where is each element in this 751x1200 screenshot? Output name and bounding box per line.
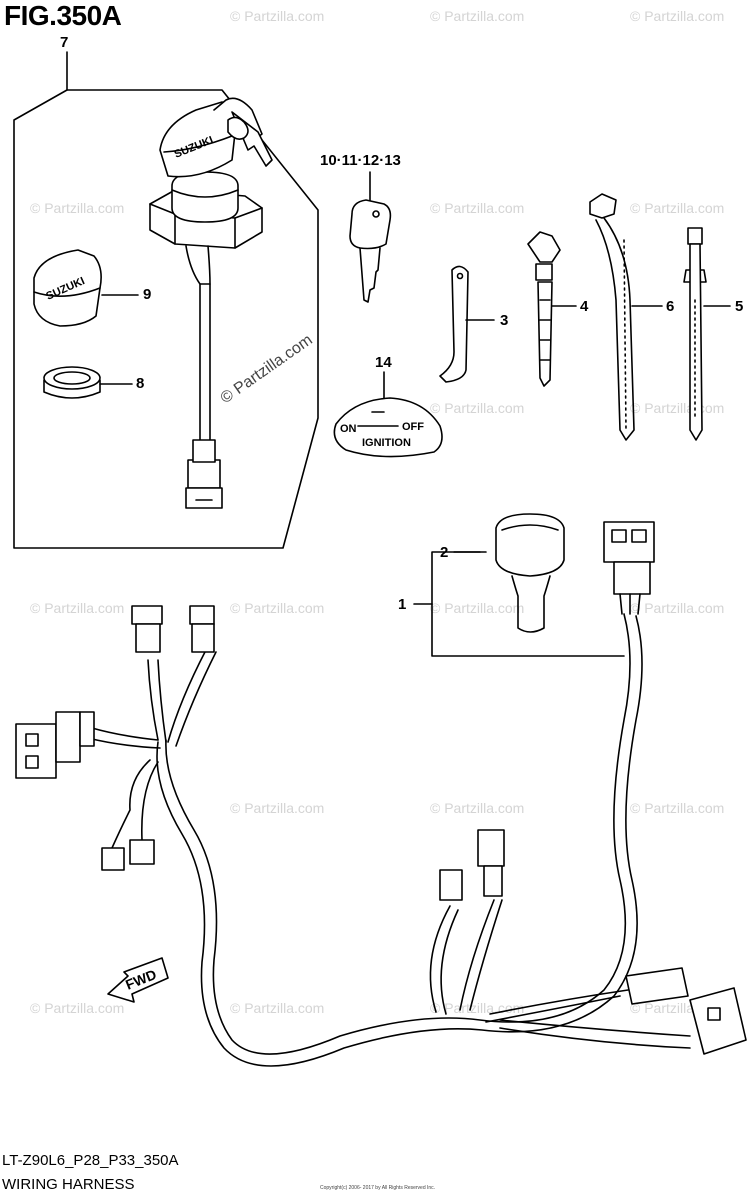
watermark: © Partzilla.com bbox=[630, 800, 725, 816]
harness-connector-left bbox=[15, 711, 95, 779]
harness-connector-top bbox=[603, 521, 655, 615]
figure-code: LT-Z90L6_P28_P33_350A bbox=[2, 1152, 179, 1169]
callout-2: 2 bbox=[440, 544, 449, 561]
label-off: OFF bbox=[402, 421, 424, 433]
watermark: © Partzilla.com bbox=[630, 200, 725, 216]
copyright-line: Copyright(c) 2006- 2017 by All Rights Re… bbox=[320, 1185, 436, 1191]
callout-5: 5 bbox=[735, 298, 744, 315]
clamp bbox=[439, 265, 495, 383]
callout-4: 4 bbox=[580, 298, 589, 315]
figure-caption: WIRING HARNESS bbox=[2, 1176, 135, 1193]
harness-connector-lower-right bbox=[625, 967, 747, 1055]
watermark: © Partzilla.com bbox=[30, 200, 125, 216]
watermark: © Partzilla.com bbox=[30, 1000, 125, 1016]
watermark: © Partzilla.com bbox=[430, 200, 525, 216]
knob-cover bbox=[33, 249, 139, 327]
ignition-switch bbox=[149, 97, 273, 509]
harness-connector-small-left bbox=[101, 839, 155, 871]
nut-ring bbox=[43, 366, 133, 399]
long-cable-tie bbox=[589, 193, 663, 441]
ignition-label-plate bbox=[333, 371, 443, 458]
watermark: © Partzilla.com bbox=[230, 800, 325, 816]
watermark: © Partzilla.com bbox=[430, 800, 525, 816]
callout-3: 3 bbox=[500, 312, 509, 329]
callout-14: 14 bbox=[375, 354, 392, 371]
callout-6: 6 bbox=[666, 298, 675, 315]
cable-tie-clip bbox=[527, 231, 577, 387]
figure-title: FIG.350A bbox=[4, 0, 122, 31]
watermark: © Partzilla.com bbox=[230, 8, 325, 24]
key bbox=[349, 171, 392, 303]
callout-1: 1 bbox=[398, 596, 407, 613]
watermark: © Partzilla.com bbox=[230, 600, 325, 616]
watermark: © Partzilla.com bbox=[30, 600, 125, 616]
plug bbox=[495, 513, 565, 633]
forward-arrow-icon bbox=[107, 957, 169, 1003]
watermark: © Partzilla.com bbox=[430, 400, 525, 416]
label-on: ON bbox=[340, 423, 357, 435]
cable-tie bbox=[683, 227, 731, 441]
watermark: © Partzilla.com bbox=[430, 8, 525, 24]
callout-7: 7 bbox=[60, 34, 69, 51]
callout-8: 8 bbox=[136, 375, 145, 392]
watermark: © Partzilla.com bbox=[630, 600, 725, 616]
label-ignition: IGNITION bbox=[362, 437, 411, 449]
callout-10-13: 10·11·12·13 bbox=[320, 152, 401, 169]
wiring-harness bbox=[87, 613, 691, 1067]
watermark: © Partzilla.com bbox=[430, 600, 525, 616]
watermark: © Partzilla.com bbox=[630, 8, 725, 24]
callout-9: 9 bbox=[143, 286, 152, 303]
harness-connector-center bbox=[439, 829, 505, 901]
watermark: © Partzilla.com bbox=[230, 1000, 325, 1016]
harness-connector-upper-left bbox=[131, 605, 215, 653]
